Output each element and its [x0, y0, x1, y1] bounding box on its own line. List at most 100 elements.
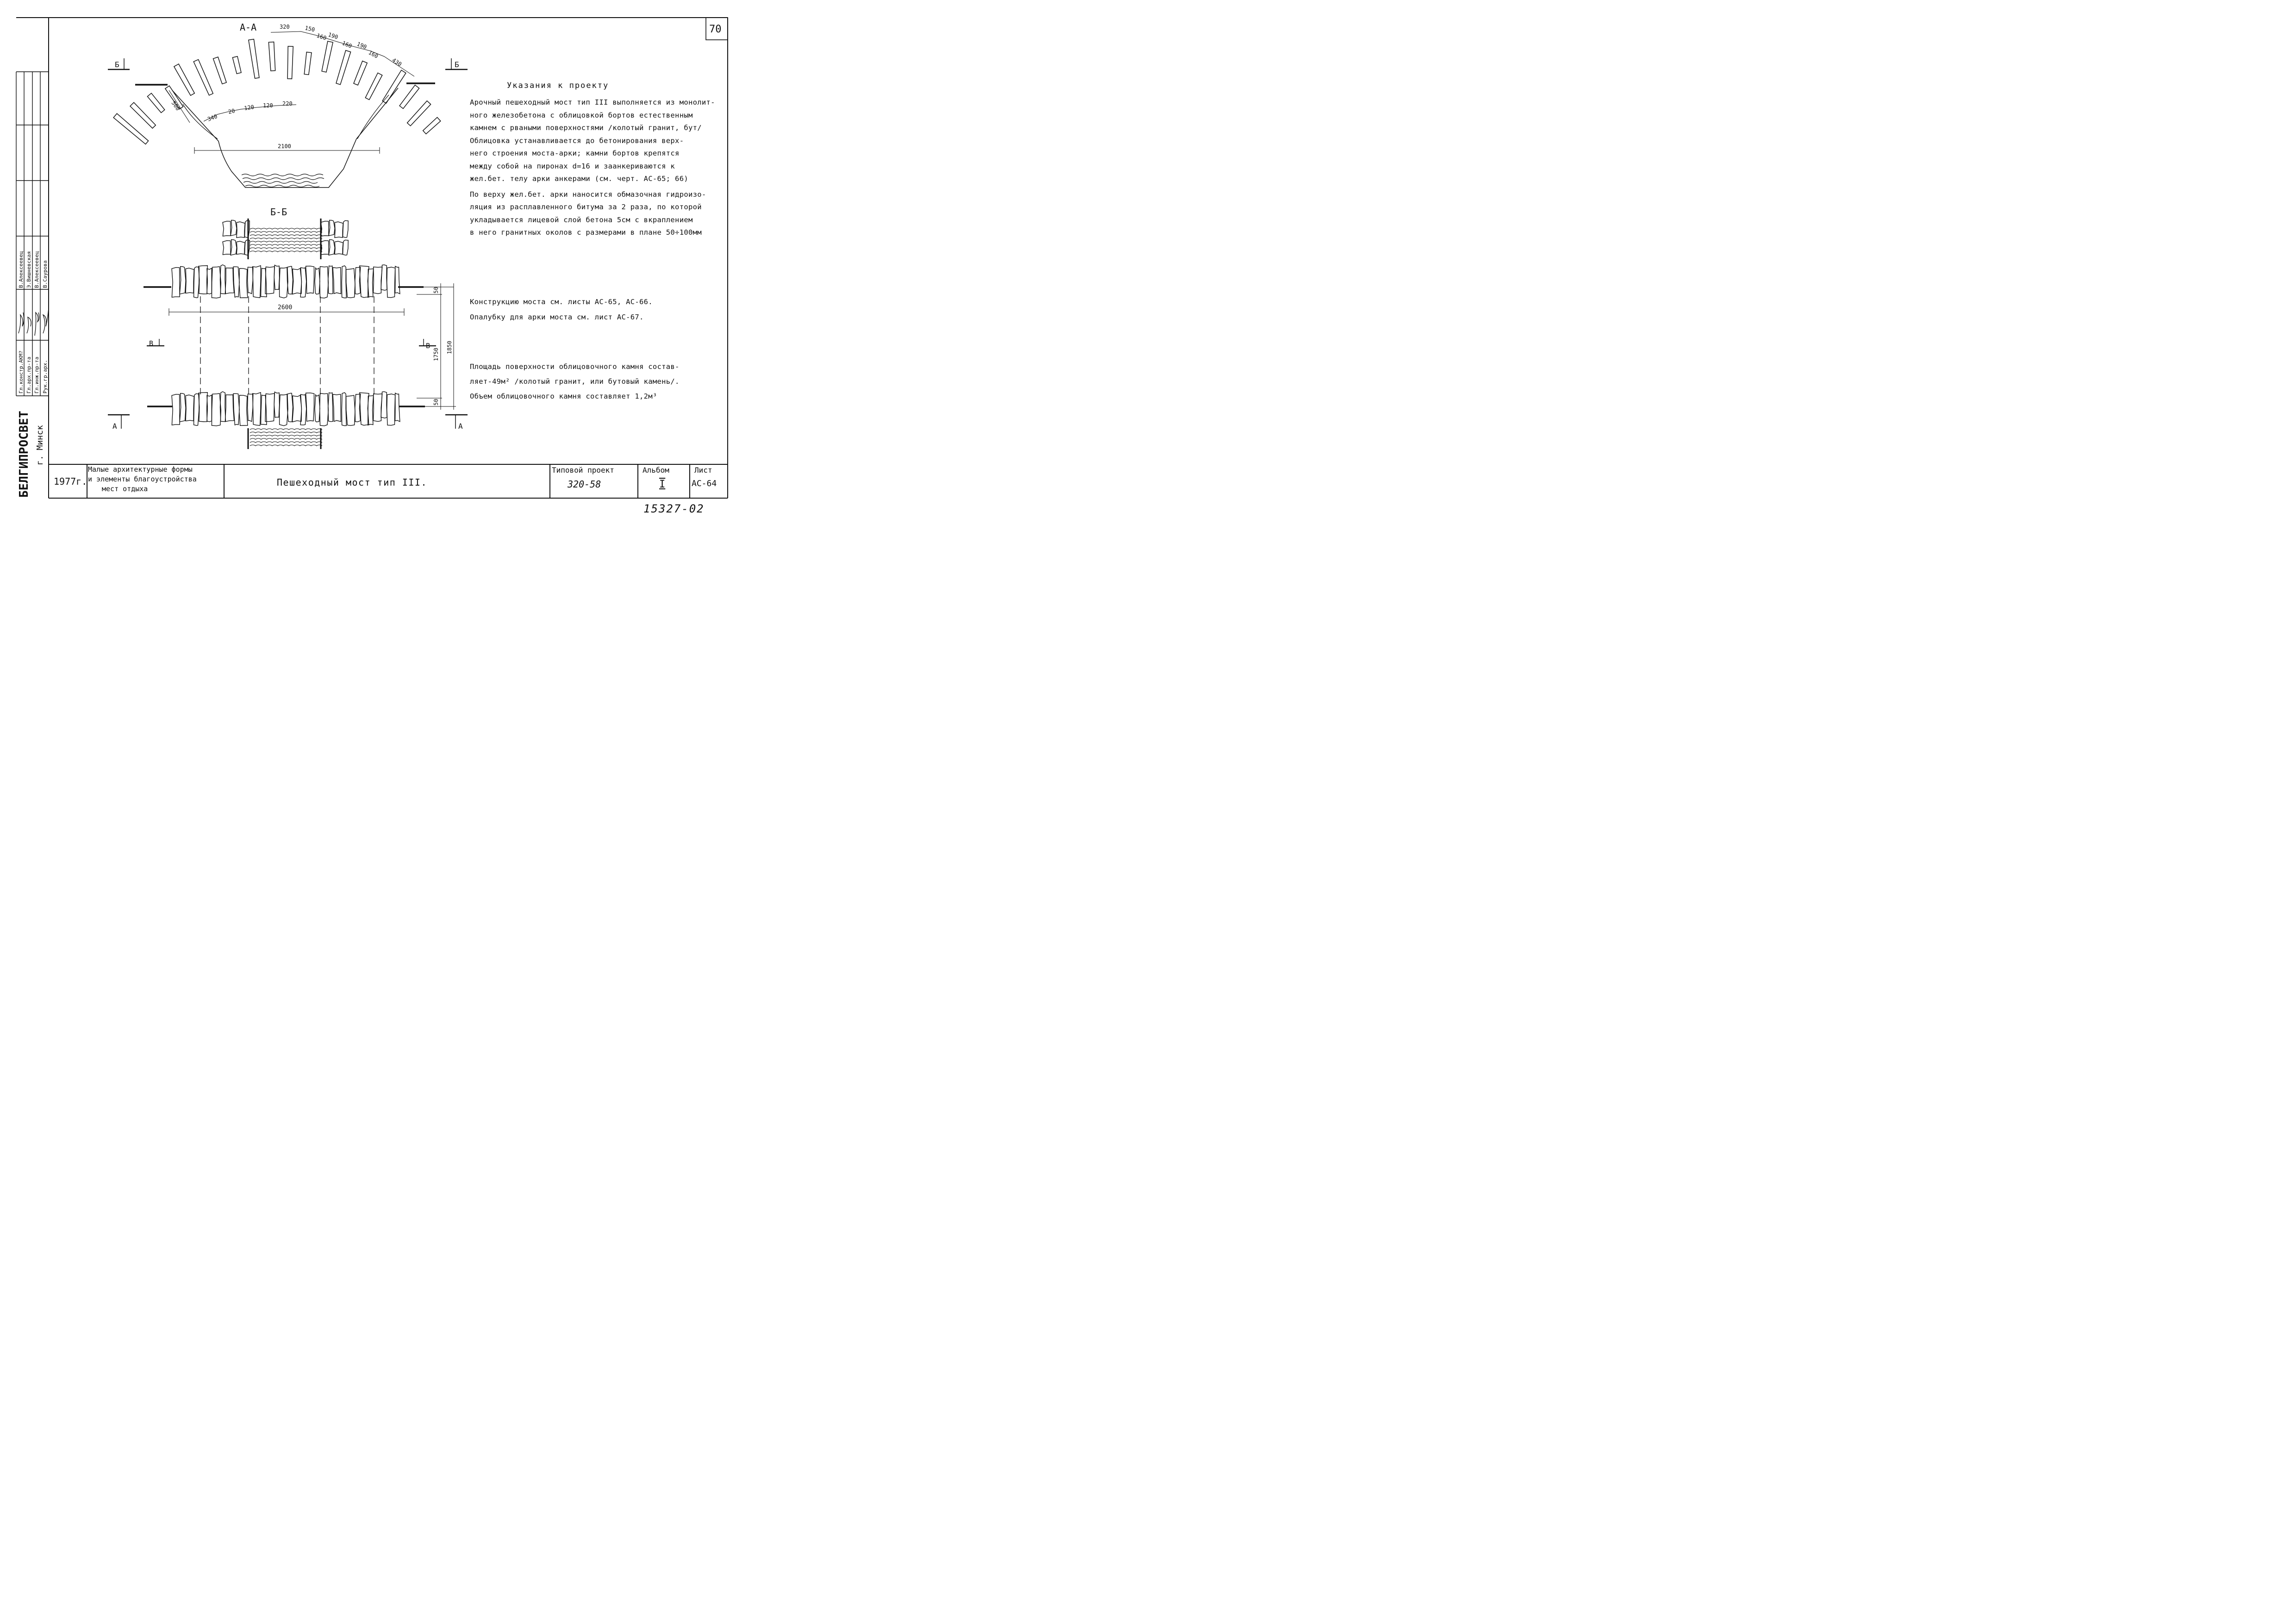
notes-area: Площадь поверхности облицовочного камня …: [470, 359, 680, 404]
note-line: Арочный пешеходный мост тип III выполняе…: [470, 98, 715, 106]
stone: [332, 394, 342, 422]
role-1: Гл.констр.АКМ?: [18, 350, 24, 394]
stone: [252, 392, 261, 426]
notes-refs: Конструкцию моста см. листы АС-65, АС-66…: [470, 294, 653, 325]
dim-top-6: 190: [356, 41, 368, 50]
hatch-line: [250, 431, 323, 433]
note-line: Опалубку для арки моста см. лист АС-67.: [470, 313, 644, 321]
stone: [320, 240, 329, 255]
stone: [368, 268, 374, 298]
stone: [292, 268, 302, 295]
stone: [247, 267, 254, 294]
note-line: Облицовка устанавливается до бетонирован…: [470, 136, 684, 145]
aa-dims: [168, 31, 415, 154]
dim-top-4: 190: [327, 31, 339, 41]
stone: [327, 392, 333, 422]
note-line: ного железобетона с облицовкой бортов ес…: [470, 111, 693, 119]
name-2: Э.Вишневская: [26, 251, 32, 288]
arch-stone: [173, 63, 195, 96]
arch-stone: [164, 85, 184, 110]
stone: [179, 393, 186, 423]
cut-b-right: Б: [455, 60, 459, 69]
stone: [328, 239, 335, 256]
stone: [305, 266, 315, 294]
notes-block: Арочный пешеходный мост тип III выполняе…: [470, 96, 715, 239]
stone: [211, 393, 222, 426]
arch-stone: [193, 59, 214, 96]
arch-stones: [113, 38, 441, 145]
stone: [320, 220, 329, 237]
stone: [292, 394, 302, 423]
name-1: В.Алексеевец: [18, 251, 24, 288]
stone: [327, 265, 333, 294]
tb-year: 1977г.: [54, 476, 87, 487]
dim-span: 2100: [278, 143, 291, 150]
dim-1750: 1750: [433, 348, 439, 361]
side-stamp-roles: Гл.констр.АКМ? Гл.арх.пр-та Гл.инж.пр-та…: [18, 251, 48, 394]
note-line: По верху жел.бет. арки наносится обмазоч…: [470, 190, 706, 199]
hatch-line: [250, 250, 323, 252]
arch-stone: [399, 84, 420, 109]
org-city: г. Минск: [35, 425, 45, 465]
section-aa-title: А-А: [240, 22, 256, 33]
dim-inner-5: 220: [282, 100, 293, 107]
stone: [185, 394, 194, 422]
sheet-number: 70: [709, 24, 722, 35]
tb-series: Малые архитектурные формы и элементы бла…: [88, 465, 197, 494]
cut-a-right: А: [458, 422, 463, 431]
note-line: между собой на пиронах d=16 и заанкерива…: [470, 162, 675, 170]
stone: [198, 265, 208, 294]
stone: [334, 221, 343, 238]
stone: [368, 395, 374, 426]
hatch-line: [250, 234, 323, 236]
stone: [236, 241, 245, 255]
stone: [260, 394, 267, 425]
note-line: Конструкцию моста см. листы АС-65, АС-66…: [470, 298, 653, 306]
note-line: ляет-49м² /колотый гранит, или бутовый к…: [470, 377, 680, 386]
top-stone-row: [171, 264, 400, 299]
section-bb: Б-Б 2600: [108, 206, 468, 449]
stone: [359, 265, 369, 298]
stone: [314, 394, 320, 423]
dim-50-top: 50: [433, 287, 439, 294]
stone: [206, 394, 212, 422]
arch-stone: [336, 50, 351, 85]
stone: [334, 241, 343, 255]
stone: [198, 392, 208, 422]
stone: [171, 267, 180, 298]
arch-stone: [382, 69, 406, 104]
stone: [230, 219, 237, 237]
notes-heading: Указания к проекту: [507, 81, 609, 90]
arch-stone: [287, 46, 294, 80]
cut-v-right: В: [426, 342, 430, 350]
dim-inner-2: 20: [228, 107, 236, 115]
hatch-line: [250, 438, 323, 440]
bb-dim-vertical: [417, 283, 456, 410]
stone: [319, 266, 329, 299]
tb-series-line: Малые архитектурные формы: [88, 465, 193, 474]
stone: [319, 393, 329, 426]
bb-dim-vertical-labels: 50 1750 1850 50: [433, 287, 453, 406]
dim-top-3: 160: [316, 32, 327, 42]
side-stamp: [16, 71, 49, 396]
hatch-line: [250, 441, 323, 443]
hatch-line: [250, 237, 323, 239]
arch-stone: [212, 56, 227, 85]
stone: [342, 239, 349, 256]
stone: [355, 267, 361, 294]
arch-stone: [232, 56, 242, 75]
stone: [373, 266, 383, 294]
hatch-line: [250, 231, 323, 233]
stone: [345, 395, 356, 426]
dim-top-8: 430: [391, 57, 403, 68]
stone: [300, 267, 307, 298]
stone: [265, 393, 275, 422]
drawing-svg: 70 Гл.констр.АКМ? Гл.арх.пр-та Гл.инж.пр…: [16, 17, 728, 499]
hatch-line: [250, 241, 323, 243]
dim-50-bottom: 50: [433, 399, 439, 406]
stone: [247, 394, 254, 422]
stone: [305, 393, 315, 422]
stone: [206, 268, 212, 294]
hatch-line: [250, 228, 323, 230]
stone: [193, 393, 200, 426]
